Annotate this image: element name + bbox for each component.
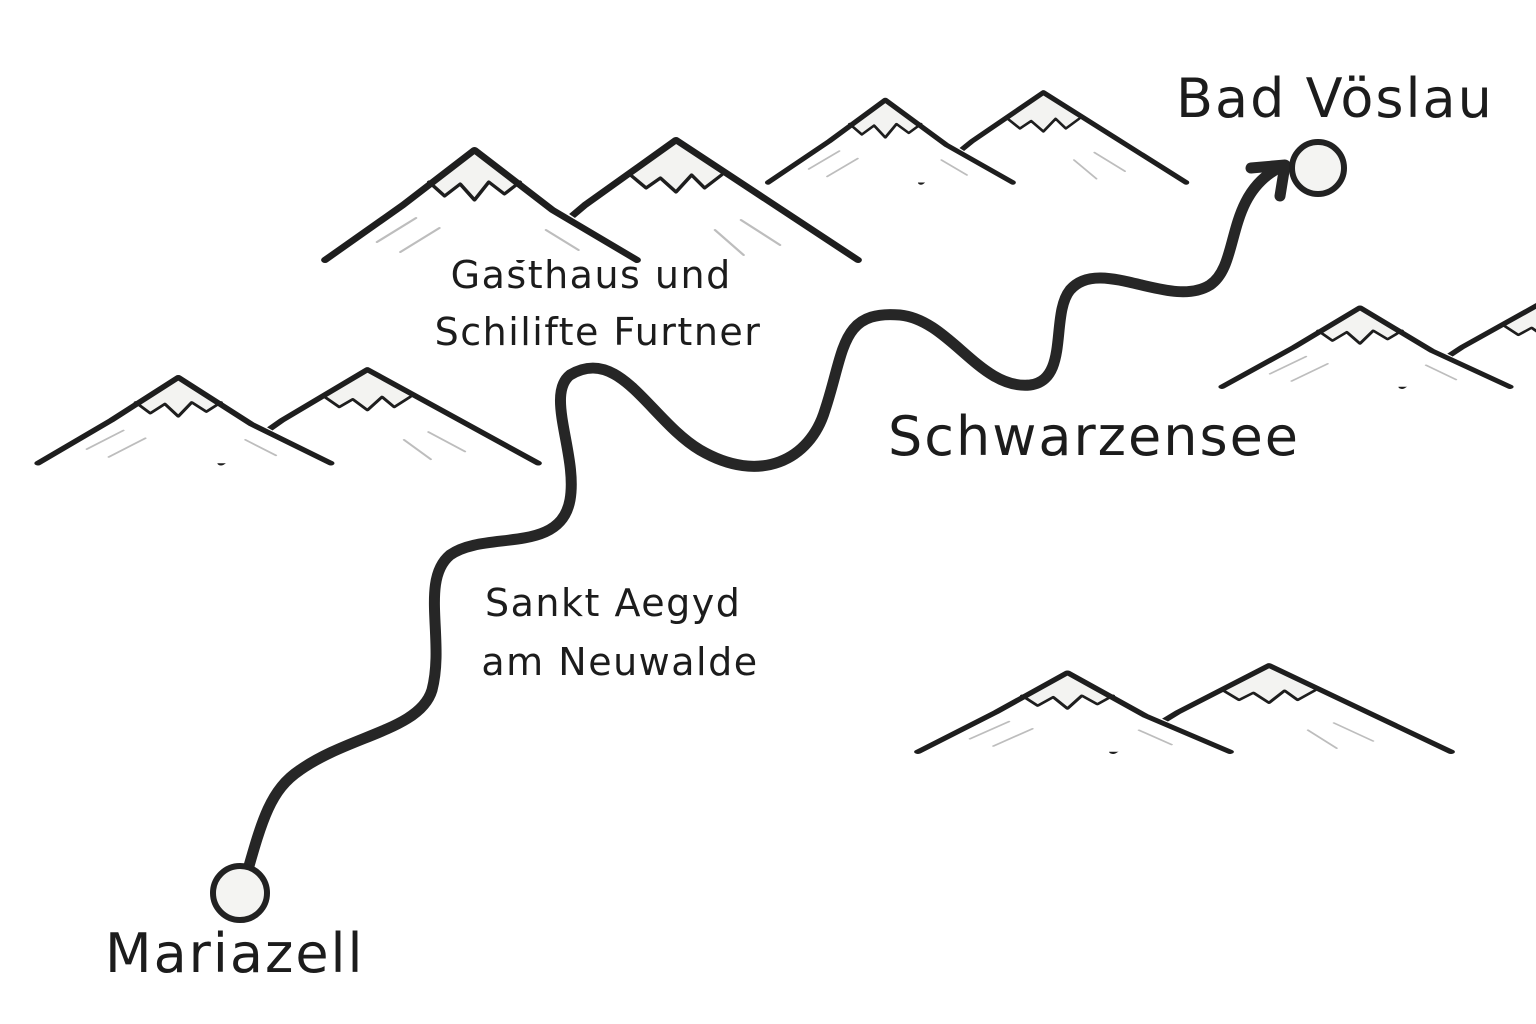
- waypoint-label-line: Schilifte Furtner: [435, 310, 762, 354]
- mountain-range-icon: [38, 370, 538, 464]
- waypoint-label-line: Sankt Aegyd: [485, 581, 741, 625]
- start-marker-icon[interactable]: [210, 863, 270, 923]
- waypoint-label-line: am Neuwalde: [481, 640, 758, 684]
- mountain-range-icon: [325, 140, 858, 260]
- waypoint-label-furtner[interactable]: Gasthaus und Schilifte Furtner: [435, 253, 762, 354]
- mountain-range-icon: [918, 665, 1451, 751]
- mountain-range-icon: [768, 93, 1186, 183]
- route-path: [239, 164, 1281, 886]
- waypoint-label-line: Gasthaus und: [451, 253, 732, 297]
- mountain-range-icon: [1222, 300, 1536, 386]
- waypoint-label-sankt-aegyd[interactable]: Sankt Aegyd am Neuwalde: [481, 581, 758, 684]
- origin-label[interactable]: Mariazell: [105, 922, 365, 985]
- end-marker-icon[interactable]: [1289, 139, 1347, 197]
- waypoint-label-schwarzensee[interactable]: Schwarzensee: [888, 405, 1300, 468]
- arrow-head-icon: [1245, 159, 1291, 202]
- destination-label[interactable]: Bad Vöslau: [1176, 67, 1494, 130]
